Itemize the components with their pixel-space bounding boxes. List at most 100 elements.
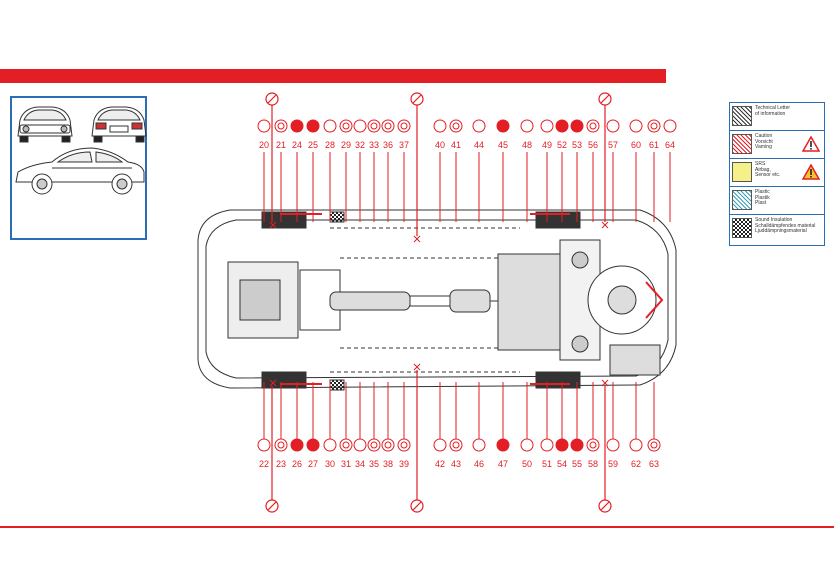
legend-line: Schalldämpfendes material	[755, 222, 816, 229]
double-ring-inner-icon	[277, 122, 285, 130]
callout-number: 35	[369, 459, 379, 469]
callout-number: 51	[542, 459, 552, 469]
callout-marker-icon	[555, 119, 569, 133]
callout-number: 21	[276, 140, 286, 150]
callout-number: 39	[399, 459, 409, 469]
double-ring-inner-icon	[277, 441, 285, 449]
callout-number: 62	[631, 459, 641, 469]
tool-markers	[265, 92, 612, 513]
legend-item-caution: Caution Vorsicht Varning	[730, 131, 824, 159]
callout-number: 23	[276, 459, 286, 469]
legend-line: Plastic	[755, 189, 770, 195]
callout-number: 31	[341, 459, 351, 469]
legend-line: Vorsicht	[755, 138, 773, 145]
callout-number: 64	[665, 140, 675, 150]
double-ring-icon	[586, 438, 600, 452]
callout-marker-icon	[290, 119, 304, 133]
tool-icon	[265, 386, 279, 513]
double-ring-inner-icon	[589, 441, 597, 449]
double-ring-inner-icon	[573, 441, 581, 449]
legend-line: Caution	[755, 133, 773, 139]
double-ring-inner-icon	[342, 441, 350, 449]
legend-item-sound-insulation: Sound Insulation Schalldämpfendes materi…	[730, 215, 824, 243]
callout-number: 40	[435, 140, 445, 150]
car-side-view	[15, 147, 145, 195]
double-ring-icon	[339, 438, 353, 452]
callout-number: 41	[451, 140, 461, 150]
legend-line: Sensor etc.	[755, 172, 781, 178]
caution-zones	[280, 213, 664, 385]
double-ring-icon	[449, 119, 463, 133]
callout-number: 54	[557, 459, 567, 469]
double-ring-inner-icon	[384, 441, 392, 449]
callout-number: 32	[355, 140, 365, 150]
tool-icon	[410, 370, 424, 513]
callout-number: 44	[474, 140, 484, 150]
warning-triangle-icon	[802, 164, 820, 180]
callout-marker-icon	[540, 438, 554, 452]
car-underbody	[197, 209, 677, 391]
double-ring-inner-icon	[400, 441, 408, 449]
callout-number: 50	[522, 459, 532, 469]
double-ring-inner-icon	[384, 122, 392, 130]
callout-number: 34	[355, 459, 365, 469]
srs-icon	[732, 162, 752, 182]
callout-number: 42	[435, 459, 445, 469]
callout-marker-icon	[540, 119, 554, 133]
callout-number: 33	[369, 140, 379, 150]
callout-marker-icon	[323, 119, 337, 133]
double-ring-inner-icon	[370, 441, 378, 449]
callout-marker-icon	[520, 438, 534, 452]
callout-marker-icon	[663, 119, 677, 133]
double-ring-inner-icon	[370, 122, 378, 130]
double-ring-icon	[381, 438, 395, 452]
car-rear-view	[91, 106, 147, 143]
callout-marker-icon	[323, 438, 337, 452]
caution-icon	[732, 134, 752, 154]
callout-marker-icon	[257, 119, 271, 133]
legend: Technical Letter of information Caution …	[729, 102, 825, 246]
callout-marker-icon	[606, 438, 620, 452]
double-ring-icon	[274, 119, 288, 133]
legend-line: Ljuddämpningsmaterial	[755, 228, 807, 234]
double-ring-inner-icon	[650, 441, 658, 449]
car-front-view	[17, 106, 73, 143]
callout-marker-icon	[496, 438, 510, 452]
vehicle-views-panel	[10, 96, 147, 240]
header-bar	[0, 69, 666, 83]
callout-number: 38	[383, 459, 393, 469]
callout-number: 45	[498, 140, 508, 150]
double-ring-icon	[586, 119, 600, 133]
tool-icon	[598, 386, 612, 513]
callout-number: 57	[608, 140, 618, 150]
legend-line: Airbag,	[755, 166, 771, 173]
callout-number: 47	[498, 459, 508, 469]
callout-marker-icon	[433, 119, 447, 133]
double-ring-icon	[570, 438, 584, 452]
callout-number: 36	[383, 140, 393, 150]
callout-number: 43	[451, 459, 461, 469]
callout-number: 49	[542, 140, 552, 150]
callout-number: 22	[259, 459, 269, 469]
warning-triangle-icon	[802, 136, 820, 152]
legend-item-technical-letter: Technical Letter of information	[730, 103, 824, 131]
double-ring-icon	[367, 438, 381, 452]
callout-number: 58	[588, 459, 598, 469]
callout-number: 27	[308, 459, 318, 469]
callout-number: 55	[572, 459, 582, 469]
double-ring-icon	[339, 119, 353, 133]
callout-marker-icon	[433, 438, 447, 452]
legend-line: Varning	[755, 144, 772, 150]
callout-number: 56	[588, 140, 598, 150]
double-ring-inner-icon	[650, 122, 658, 130]
double-ring-icon	[381, 119, 395, 133]
callout-marker-icon	[570, 119, 584, 133]
callout-marker-icon	[353, 438, 367, 452]
plastic-icon	[732, 190, 752, 210]
callout-marker-icon	[496, 119, 510, 133]
callout-marker-icon	[472, 438, 486, 452]
double-ring-icon	[397, 438, 411, 452]
